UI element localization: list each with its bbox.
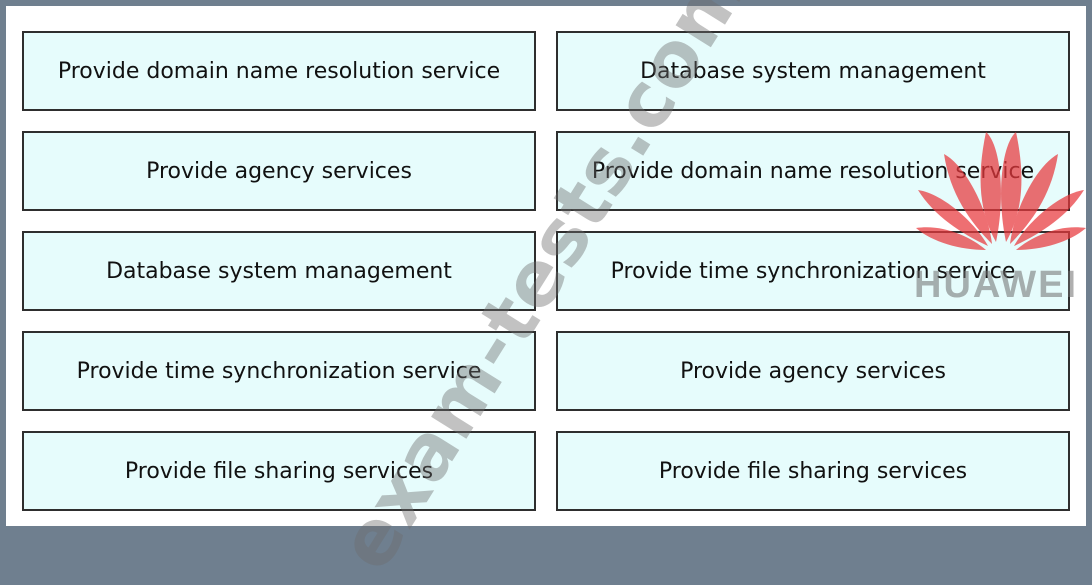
right-option-3[interactable]: Provide time synchronization service	[556, 231, 1070, 311]
right-option-5[interactable]: Provide file sharing services	[556, 431, 1070, 511]
left-option-3[interactable]: Database system management	[22, 231, 536, 311]
right-option-4[interactable]: Provide agency services	[556, 331, 1070, 411]
right-option-2[interactable]: Provide domain name resolution service	[556, 131, 1070, 211]
matching-panel: Provide domain name resolution service P…	[6, 6, 1086, 526]
left-option-5[interactable]: Provide file sharing services	[22, 431, 536, 511]
left-option-2[interactable]: Provide agency services	[22, 131, 536, 211]
right-option-1[interactable]: Database system management	[556, 31, 1070, 111]
left-option-4[interactable]: Provide time synchronization service	[22, 331, 536, 411]
left-option-1[interactable]: Provide domain name resolution service	[22, 31, 536, 111]
